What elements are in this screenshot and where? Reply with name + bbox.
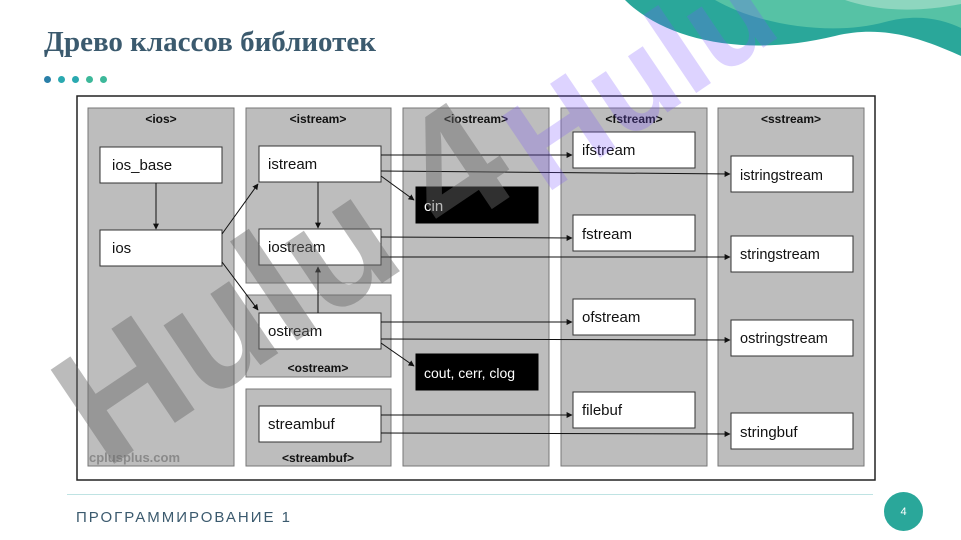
class-label-stringbuf: stringbuf xyxy=(740,424,798,441)
class-box-ostringstream xyxy=(730,319,854,357)
header-ios: <ios> xyxy=(145,112,176,126)
page-number-badge: 4 xyxy=(884,492,923,531)
header-sstream: <sstream> xyxy=(761,112,821,126)
class-label-iostream: iostream xyxy=(268,239,326,256)
class-label-streambuf: streambuf xyxy=(268,416,336,433)
class-box-iostream xyxy=(258,228,382,266)
class-box-istringstream xyxy=(730,155,854,193)
class-box-ofstream xyxy=(572,298,696,336)
dot xyxy=(58,76,65,83)
object-label-cin: cin xyxy=(424,198,443,215)
class-box-stringbuf xyxy=(730,412,854,450)
dot xyxy=(72,76,79,83)
page-number: 4 xyxy=(900,505,907,518)
arrow-ostream-to-cout xyxy=(380,342,415,367)
class-label-ifstream: ifstream xyxy=(582,142,635,159)
class-label-ostream: ostream xyxy=(268,323,322,340)
class-label-ostringstream: ostringstream xyxy=(740,331,828,347)
object-box-cout xyxy=(415,353,539,391)
class-box-ios-base xyxy=(99,146,223,184)
title-dots xyxy=(44,76,107,83)
class-box-ostream xyxy=(258,312,382,350)
arrow-istream-to-cin xyxy=(380,175,415,201)
class-label-ofstream: ofstream xyxy=(582,309,640,326)
class-label-fstream: fstream xyxy=(582,226,632,243)
arrow-istream-to-istringstream xyxy=(380,170,731,177)
header-ostream: <ostream> xyxy=(288,361,349,375)
arrow-iostream-to-fstream xyxy=(380,234,573,241)
arrow-ostream-to-ostringstream xyxy=(380,336,731,343)
class-box-streambuf xyxy=(258,405,382,443)
footer-divider xyxy=(67,494,873,495)
arrow-ios-to-ostream xyxy=(221,261,259,311)
header-istream: <istream> xyxy=(290,112,347,126)
slide-title: Древо классов библиотек xyxy=(44,26,376,58)
dot xyxy=(44,76,51,83)
class-label-ios: ios xyxy=(112,240,131,257)
class-label-istringstream: istringstream xyxy=(740,168,823,184)
class-label-stringstream: stringstream xyxy=(740,247,820,263)
header-iostream: <iostream> xyxy=(444,112,508,126)
class-box-filebuf xyxy=(572,391,696,429)
class-box-fstream xyxy=(572,214,696,252)
class-box-ios xyxy=(99,229,223,267)
group-iostream xyxy=(402,107,550,467)
arrow-ios-to-istream xyxy=(221,183,259,235)
footer-course-label: ПРОГРАММИРОВАНИЕ 1 xyxy=(76,509,293,526)
dot xyxy=(86,76,93,83)
class-box-istream xyxy=(258,145,382,183)
object-box-cin xyxy=(415,186,539,224)
header-fstream: <fstream> xyxy=(605,112,662,126)
class-box-ifstream xyxy=(572,131,696,169)
class-label-ios-base: ios_base xyxy=(112,157,172,174)
class-label-filebuf: filebuf xyxy=(582,402,623,419)
credit-label: cplusplus.com xyxy=(89,450,180,465)
object-label-cout: cout, cerr, clog xyxy=(424,365,515,381)
decorative-wave xyxy=(625,0,961,56)
dot xyxy=(100,76,107,83)
class-box-stringstream xyxy=(730,235,854,273)
header-streambuf: <streambuf> xyxy=(282,451,354,465)
class-label-istream: istream xyxy=(268,156,317,173)
arrow-streambuf-to-stringbuf xyxy=(380,430,731,437)
